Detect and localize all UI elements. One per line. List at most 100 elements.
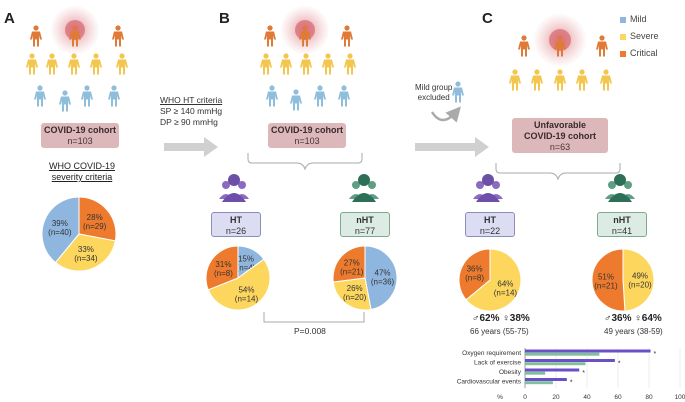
pie-b-nht-slice-critical [332, 245, 366, 283]
ht-box-b: HT n=26 [211, 212, 261, 237]
bar-chart-x-label: % [497, 394, 503, 401]
brace-c [495, 163, 621, 181]
pie-b-ht-slice-critical [205, 245, 239, 291]
ht-box-c: HT n=22 [465, 212, 515, 237]
arrow-a-to-b [164, 137, 218, 157]
pie-chart-c-nht: 49%(n=20)51%(n=21) [591, 248, 655, 312]
pie-chart-a: 28%(n=29)33%(n=34)39%(n=40) [41, 196, 117, 272]
bar-chart-significance-mark: * [570, 379, 573, 386]
legend-severe: Severe [620, 31, 659, 41]
nht-n-b: n=77 [354, 226, 376, 236]
pie-c-ht-label-n-severe: (n=14) [494, 288, 518, 297]
bar-chart-category-label: Lack of exercise [474, 359, 521, 366]
criteria-line-2: severity criteria [51, 172, 113, 182]
bar-series-1 [525, 368, 580, 372]
pie-c-nht-label-pct-severe: 49% [632, 271, 648, 280]
cohort-title-b: COVID-19 cohort [270, 125, 343, 135]
pie-a-slice-critical [78, 196, 117, 242]
legend-mild-swatch [620, 16, 626, 23]
bar-series-2 [525, 381, 553, 385]
bar-chart-tick-label: 60 [614, 394, 622, 401]
cohort-n-c: n=63 [549, 142, 571, 152]
pie-c-ht-label-n-critical: (n=8) [465, 274, 484, 283]
severity-criteria-label: WHO COVID-19 severity criteria [40, 161, 124, 183]
legend-critical: Critical [620, 48, 658, 58]
pie-b-ht-label-pct-severe: 54% [238, 285, 254, 294]
ht-label-b: HT [230, 215, 242, 225]
panel-b-letter: B [219, 10, 230, 27]
pie-b-nht-slice-severe [332, 277, 372, 311]
cohort-title-a: COVID-19 cohort [43, 125, 116, 135]
criteria-line-1: WHO COVID-19 [48, 161, 115, 171]
pie-c-nht-label-n-severe: (n=20) [628, 280, 652, 289]
bar-series-2 [525, 371, 546, 375]
nht-group-icon-b [349, 174, 379, 202]
bar-chart-significance-mark: * [618, 360, 621, 367]
cohort-box-c: Unfavorable COVID-19 cohort n=63 [512, 118, 608, 153]
legend-critical-label: Critical [630, 48, 658, 58]
bar-chart-category-label: Obesity [499, 369, 522, 376]
excluded-mild-person [452, 81, 464, 103]
bar-chart-tick-label: 100 [675, 394, 685, 401]
mild-excluded-line-2: excluded [417, 93, 450, 102]
pie-b-nht-label-pct-critical: 27% [344, 258, 360, 267]
pvalue-bracket [263, 312, 365, 323]
brace-b [247, 153, 363, 171]
panel-c-letter: C [482, 10, 493, 27]
pie-b-ht-label-pct-critical: 31% [215, 260, 231, 269]
pie-chart-b-nht: 47%(n=36)26%(n=20)27%(n=21) [332, 245, 398, 311]
pie-chart-b-ht: 15%(n=4) 54%(n=14) 31%(n=8) [205, 245, 271, 311]
legend-severe-swatch [620, 33, 626, 40]
mild-excluded-line-1: Mild group [415, 83, 453, 92]
cohort-title-c-1: Unfavorable [533, 120, 586, 130]
pie-b-ht-label-pct-mild: 15% [238, 254, 254, 263]
cohort-title-c-2: COVID-19 cohort [523, 131, 596, 141]
nht-group-icon-c [605, 174, 635, 202]
legend-critical-swatch [620, 50, 626, 57]
bar-series-1 [525, 359, 615, 362]
pie-b-nht-label-n-mild: (n=36) [371, 277, 395, 286]
bar-series-2 [525, 352, 600, 356]
nht-n-c: n=41 [611, 226, 633, 236]
pie-a-label-n-mild: (n=40) [48, 228, 72, 237]
pie-a-slice-severe [54, 233, 116, 272]
pie-a-label-n-severe: (n=34) [74, 254, 98, 263]
nht-box-b: nHT n=77 [340, 212, 390, 237]
bar-chart-tick-label: 80 [645, 394, 653, 401]
pie-b-nht-label-n-critical: (n=21) [340, 267, 364, 276]
pie-c-ht-slice-critical [458, 248, 491, 301]
nht-sex-ratio-c: ♂36% ♀64% [604, 313, 662, 324]
pie-a-label-n-critical: (n=29) [83, 222, 107, 231]
panel-a-letter: A [4, 10, 15, 27]
pie-b-nht-slice-mild [364, 245, 398, 311]
ht-age-c: 66 years (55-75) [470, 327, 529, 336]
arrow-b-to-c [415, 137, 489, 157]
legend-mild-label: Mild [630, 14, 647, 24]
ht-criteria-dp: DP ≥ 90 mmHg [160, 117, 218, 127]
ht-criteria-text: WHO HT criteria SP ≥ 140 mmHg DP ≥ 90 mm… [160, 95, 222, 128]
pie-b-ht-label-n-severe: (n=14) [235, 294, 259, 303]
nht-label-b: nHT [356, 215, 374, 225]
pie-b-ht-label-n-mild: (n=4) [237, 263, 256, 272]
pie-a-label-pct-severe: 33% [78, 245, 94, 254]
ht-group-icon-b [219, 174, 249, 202]
crowd-c-illustration [509, 14, 612, 91]
pie-b-ht-label-n-critical: (n=8) [214, 269, 233, 278]
pie-c-ht-label-pct-severe: 64% [497, 279, 513, 288]
ht-criteria-sp: SP ≥ 140 mmHg [160, 106, 223, 116]
ht-sex-ratio-c: ♂62% ♀38% [472, 313, 530, 324]
legend-severe-label: Severe [630, 31, 659, 41]
legend-mild: Mild [620, 14, 647, 24]
pie-c-nht-label-n-critical: (n=21) [594, 282, 618, 291]
bar-series-1 [525, 349, 651, 353]
pie-b-ht-slice-severe [207, 258, 271, 311]
ht-n-b: n=26 [225, 226, 247, 236]
crowd-a-illustration [26, 6, 128, 112]
bar-series-1 [525, 378, 567, 381]
pie-b-nht-label-pct-severe: 26% [347, 284, 363, 293]
pvalue-label: P=0.008 [294, 326, 326, 336]
pie-chart-c-ht: 64%(n=14)36%(n=8) [458, 248, 522, 312]
nht-age-c: 49 years (38-59) [604, 327, 663, 336]
cohort-n-b: n=103 [294, 136, 320, 146]
